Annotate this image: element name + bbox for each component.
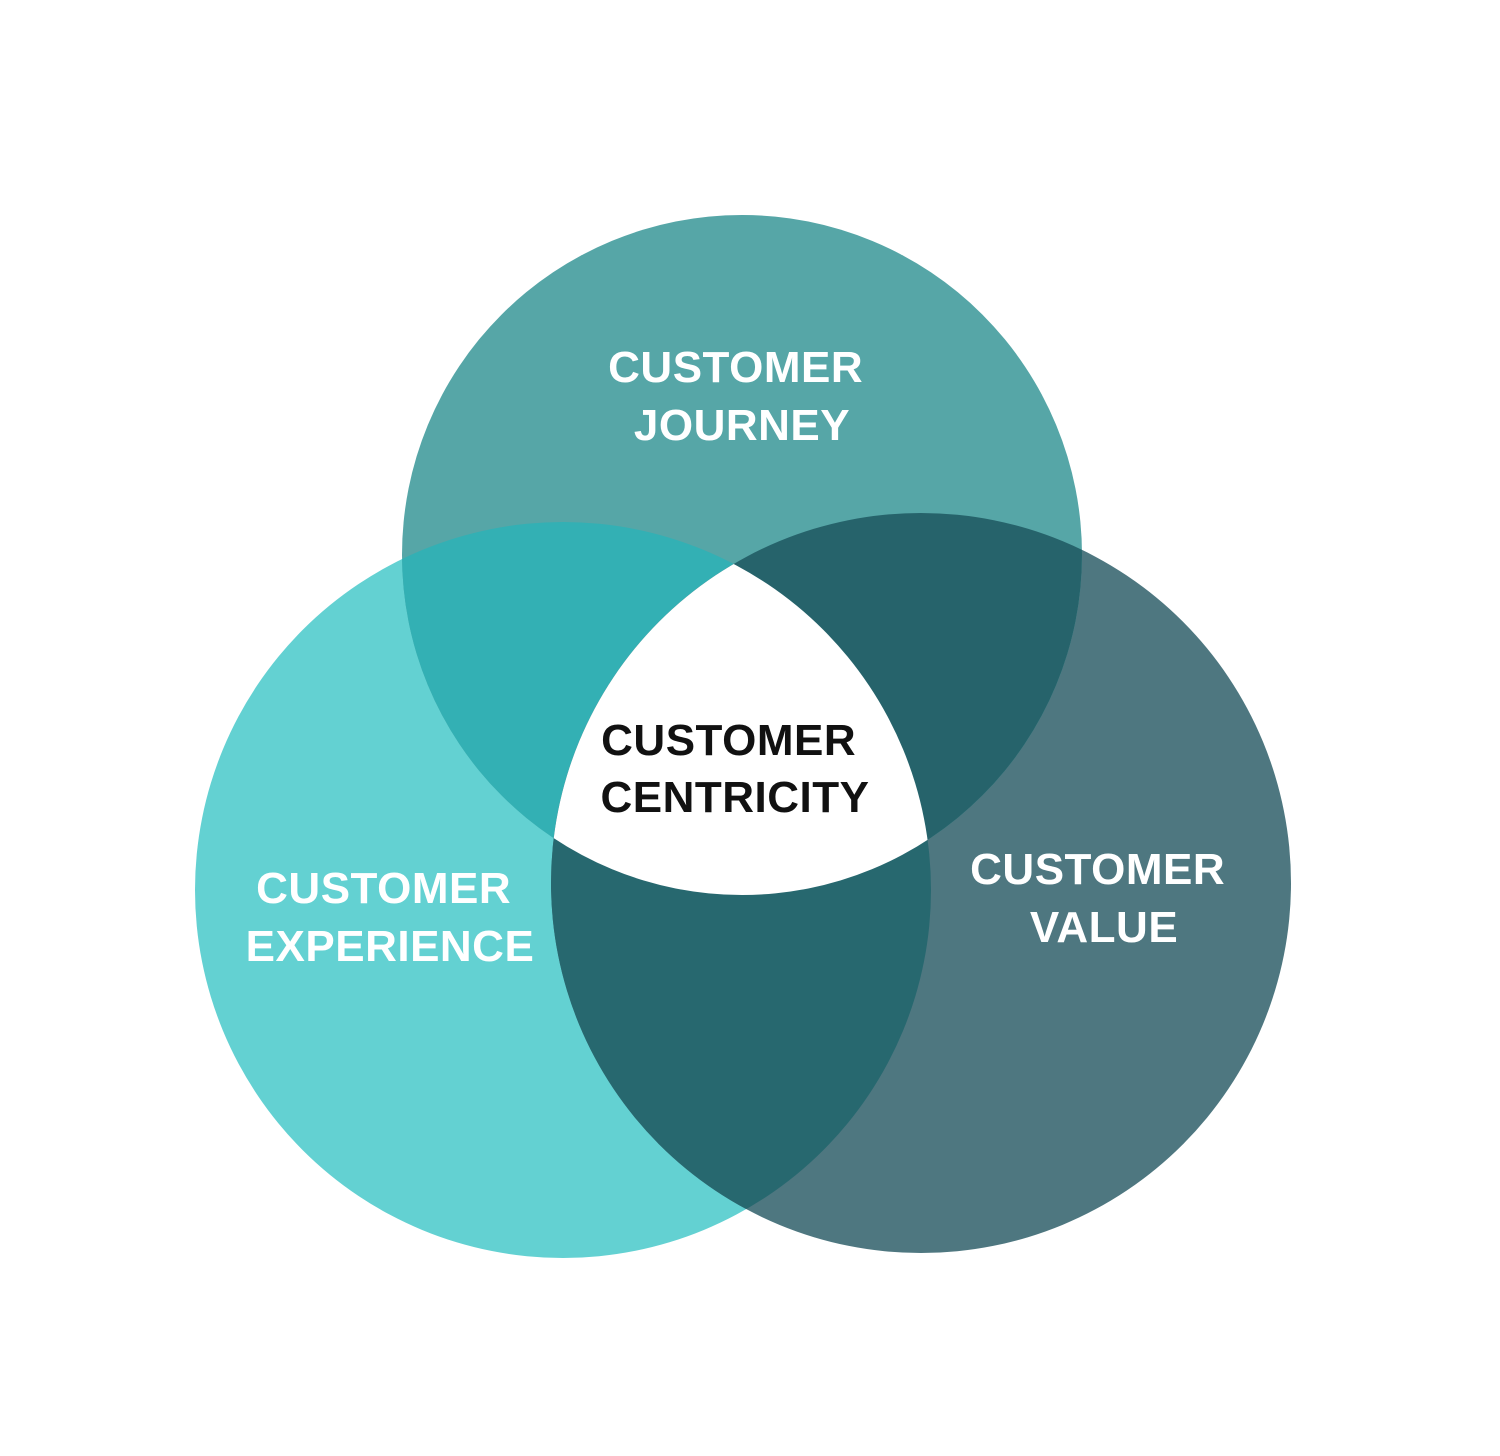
customer-value-label: CUSTOMER VALUE bbox=[970, 845, 1238, 952]
customer-centricity-label: CUSTOMER CENTRICITY bbox=[601, 716, 870, 822]
customer-centricity-label-line1: CUSTOMER bbox=[601, 716, 856, 765]
customer-centricity-label-line2: CENTRICITY bbox=[601, 773, 870, 822]
customer-experience-label-line2: EXPERIENCE bbox=[246, 922, 535, 971]
customer-journey-label-line1: CUSTOMER bbox=[608, 343, 863, 392]
customer-value-label-line2: VALUE bbox=[1030, 903, 1178, 952]
customer-journey-label: CUSTOMER JOURNEY bbox=[608, 343, 876, 450]
customer-value-label-line1: CUSTOMER bbox=[970, 845, 1225, 894]
customer-experience-label-line1: CUSTOMER bbox=[256, 864, 511, 913]
customer-journey-label-line2: JOURNEY bbox=[634, 401, 850, 450]
customer-experience-label: CUSTOMER EXPERIENCE bbox=[246, 864, 535, 971]
